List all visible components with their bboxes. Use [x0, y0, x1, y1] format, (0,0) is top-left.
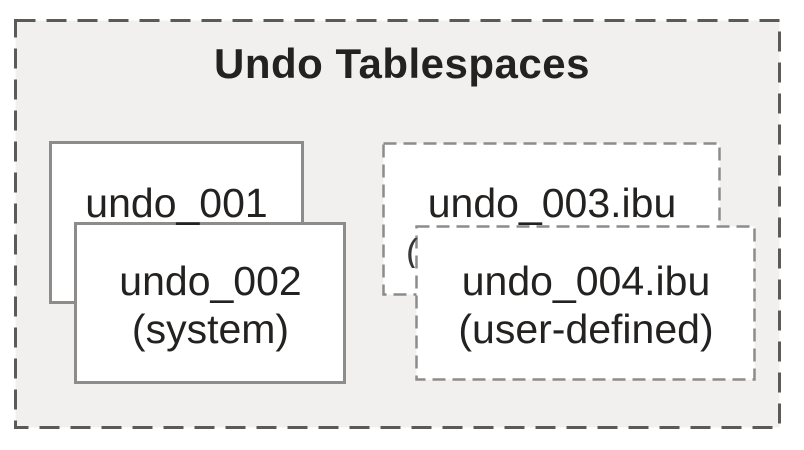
tablespace-name-text: undo_002 [119, 258, 302, 304]
tablespace-box-undo-004 [415, 225, 756, 381]
tablespace-name-text: undo_003.ibu [427, 180, 677, 226]
tablespace-label-undo-003: undo_003.ibu [384, 181, 720, 225]
diagram-title: Undo Tablespaces [214, 40, 590, 87]
tablespace-label-undo-004: undo_004.ibu (user-defined) [417, 257, 755, 353]
tablespace-subtitle-text: (system) [131, 306, 290, 352]
clipped-paren-artifact: ( [406, 236, 418, 268]
tablespace-box-undo-002 [74, 222, 346, 384]
tablespace-name-text: undo_004.ibu [461, 258, 711, 304]
tablespace-subtitle-text: (user-defined) [458, 306, 714, 352]
tablespace-label-undo-002: undo_002 (system) [76, 257, 345, 353]
tablespace-label-undo-001: undo_001 [51, 181, 302, 225]
tablespace-name-text: undo_001 [85, 180, 268, 226]
